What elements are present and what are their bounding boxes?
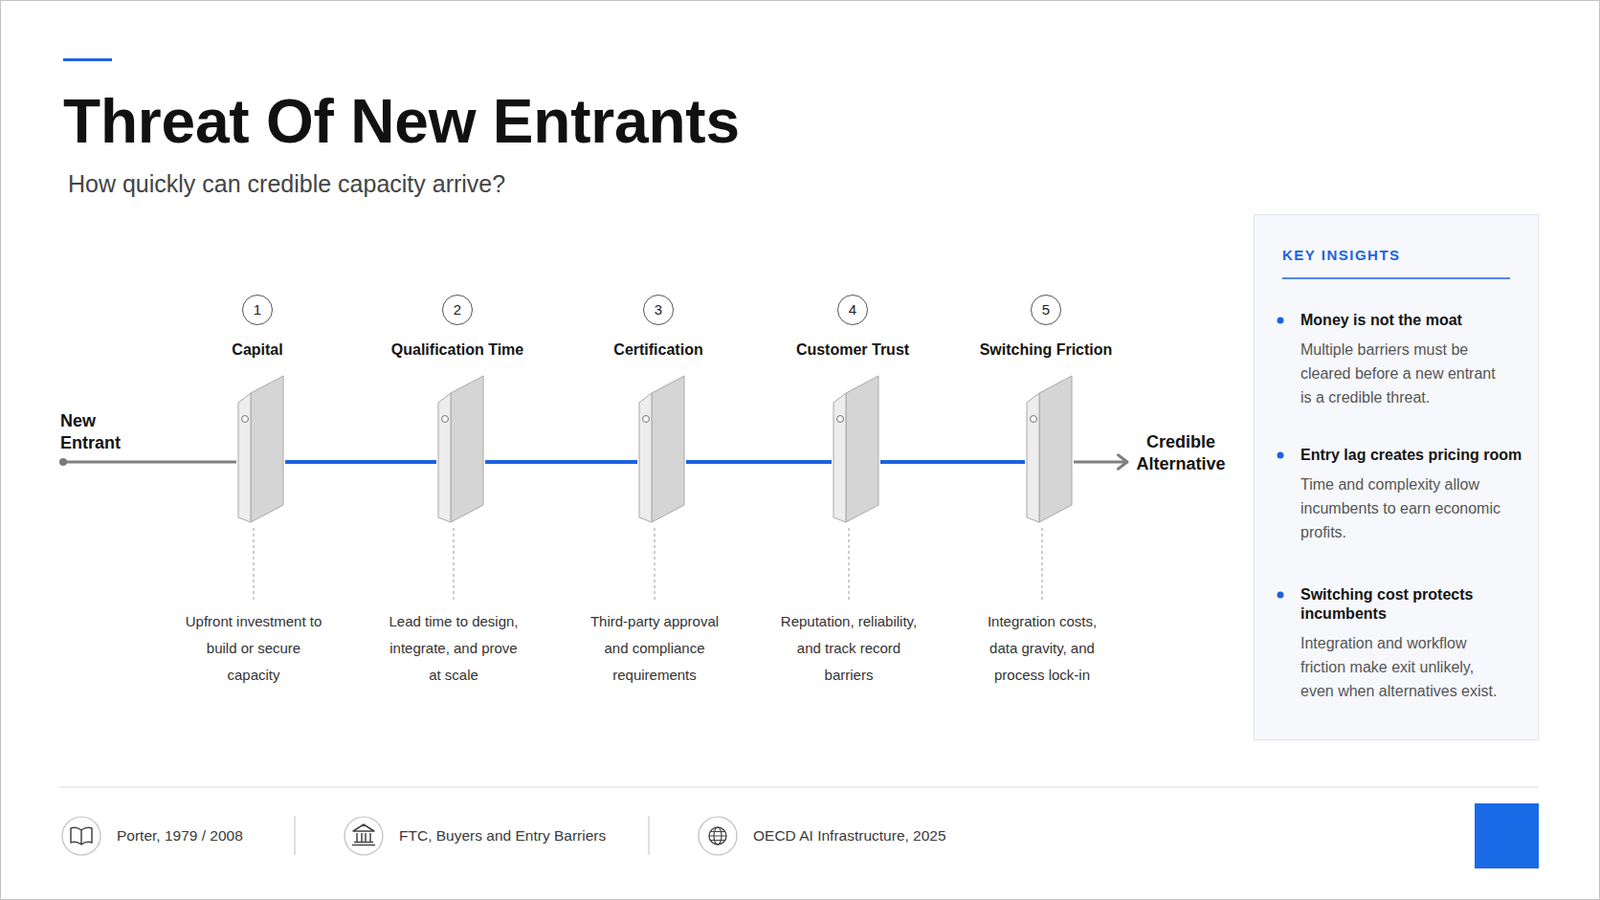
door-panel xyxy=(651,376,685,523)
icon-ring xyxy=(698,817,737,856)
connector xyxy=(686,462,832,464)
endpoint-label: Credible Alternative xyxy=(1127,431,1235,476)
connector-line xyxy=(285,460,437,465)
insight-body: Time and complexity allow incumbents to … xyxy=(1300,472,1506,545)
insight-body: Multiple barriers must be cleared before… xyxy=(1300,337,1506,410)
door-edge xyxy=(238,393,251,523)
door-handle xyxy=(442,416,449,423)
door-panel xyxy=(845,376,879,523)
door-shape xyxy=(236,374,286,525)
barrier-door: CertificationThird-party approval and co… xyxy=(637,374,687,525)
leader-line xyxy=(848,528,850,600)
connector-line xyxy=(686,460,832,465)
barrier-description: Reputation, reliability, and track recor… xyxy=(773,608,925,689)
door-handle xyxy=(1030,416,1038,423)
barrier-description: Lead time to design, integrate, and prov… xyxy=(381,608,526,689)
barrier-heading: Switching Friction xyxy=(950,340,1142,360)
barrier-heading: Capital xyxy=(161,340,354,360)
panel-heading: KEY INSIGHTS xyxy=(1282,245,1401,266)
callout-number: 3 xyxy=(643,294,674,326)
source-citation: FTC, Buyers and Entry Barriers xyxy=(399,826,606,846)
connector xyxy=(880,462,1025,464)
globe-icon xyxy=(713,827,722,845)
insights-panel: KEY INSIGHTS Money is not the moatMultipl… xyxy=(1253,214,1539,741)
barrier-door: Customer TrustReputation, reliability, a… xyxy=(831,374,881,525)
start-dot xyxy=(59,458,67,467)
callout-number: 2 xyxy=(442,294,473,326)
insight-heading: Entry lag creates pricing room xyxy=(1300,445,1531,466)
endpoint-label: New Entrant xyxy=(60,410,137,455)
barrier-description: Upfront investment to build or secure ca… xyxy=(184,608,324,689)
connector xyxy=(485,462,638,464)
barrier-description: Third-party approval and compliance requ… xyxy=(582,608,727,689)
globe-icon xyxy=(709,832,727,842)
connector-line xyxy=(63,461,237,465)
door-panel xyxy=(250,376,284,523)
barrier-door: CapitalUpfront investment to build or se… xyxy=(236,374,286,525)
book-icon xyxy=(70,827,92,845)
door-edge xyxy=(438,393,451,523)
slide-subtitle: How quickly can credible capacity arrive… xyxy=(67,169,506,199)
slide-title: Threat Of New Entrants xyxy=(63,87,740,156)
door-shape xyxy=(831,374,881,525)
footer-separator xyxy=(647,816,649,856)
insight-body: Integration and workflow friction make e… xyxy=(1300,631,1506,704)
barrier-description: Integration costs, data gravity, and pro… xyxy=(975,608,1110,689)
footer-separator xyxy=(293,816,295,856)
door-shape xyxy=(1024,374,1074,525)
accent-bar xyxy=(63,58,112,62)
barrier-heading: Certification xyxy=(562,340,755,360)
source-citation: Porter, 1979 / 2008 xyxy=(116,826,244,846)
connector xyxy=(285,462,437,464)
globe-icon xyxy=(709,827,727,845)
door-panel xyxy=(1039,376,1072,523)
insight-heading: Switching cost protects incumbents xyxy=(1300,585,1531,624)
door-edge xyxy=(1026,393,1040,523)
callout-number: 5 xyxy=(1030,294,1062,326)
connector-line xyxy=(1073,461,1128,465)
callout-number: 4 xyxy=(837,294,868,326)
source-citation: OECD AI Infrastructure, 2025 xyxy=(753,826,947,846)
leader-line xyxy=(453,528,455,600)
icon-ring xyxy=(344,817,383,856)
barrier-door: Switching FrictionIntegration costs, dat… xyxy=(1024,374,1074,525)
barrier-heading: Customer Trust xyxy=(756,340,949,360)
connector xyxy=(59,458,237,467)
door-shape xyxy=(436,374,486,525)
connector-line xyxy=(485,460,638,465)
endpoint-node: Credible Alternative xyxy=(1127,431,1235,480)
door-handle xyxy=(837,416,845,423)
door-edge xyxy=(639,393,652,523)
callout-number: 1 xyxy=(242,294,273,326)
leader-line xyxy=(253,528,255,600)
barrier-door: Qualification TimeLead time to design, i… xyxy=(436,374,486,525)
corner-block xyxy=(1474,803,1539,869)
leader-line xyxy=(654,528,656,600)
connector xyxy=(1073,455,1128,470)
icon-ring xyxy=(62,817,101,856)
insight-heading: Money is not the moat xyxy=(1300,311,1531,331)
door-panel xyxy=(450,376,484,523)
barrier-heading: Qualification Time xyxy=(361,340,554,360)
arrow-head xyxy=(1117,455,1128,470)
footer-rule xyxy=(59,787,1539,789)
door-handle xyxy=(242,416,249,423)
endpoint-node: New Entrant xyxy=(60,410,137,463)
building-icon xyxy=(352,824,376,846)
connector-line xyxy=(880,460,1025,465)
door-shape xyxy=(637,374,687,525)
door-handle xyxy=(643,416,650,423)
leader-line xyxy=(1042,528,1044,600)
door-edge xyxy=(833,393,846,523)
